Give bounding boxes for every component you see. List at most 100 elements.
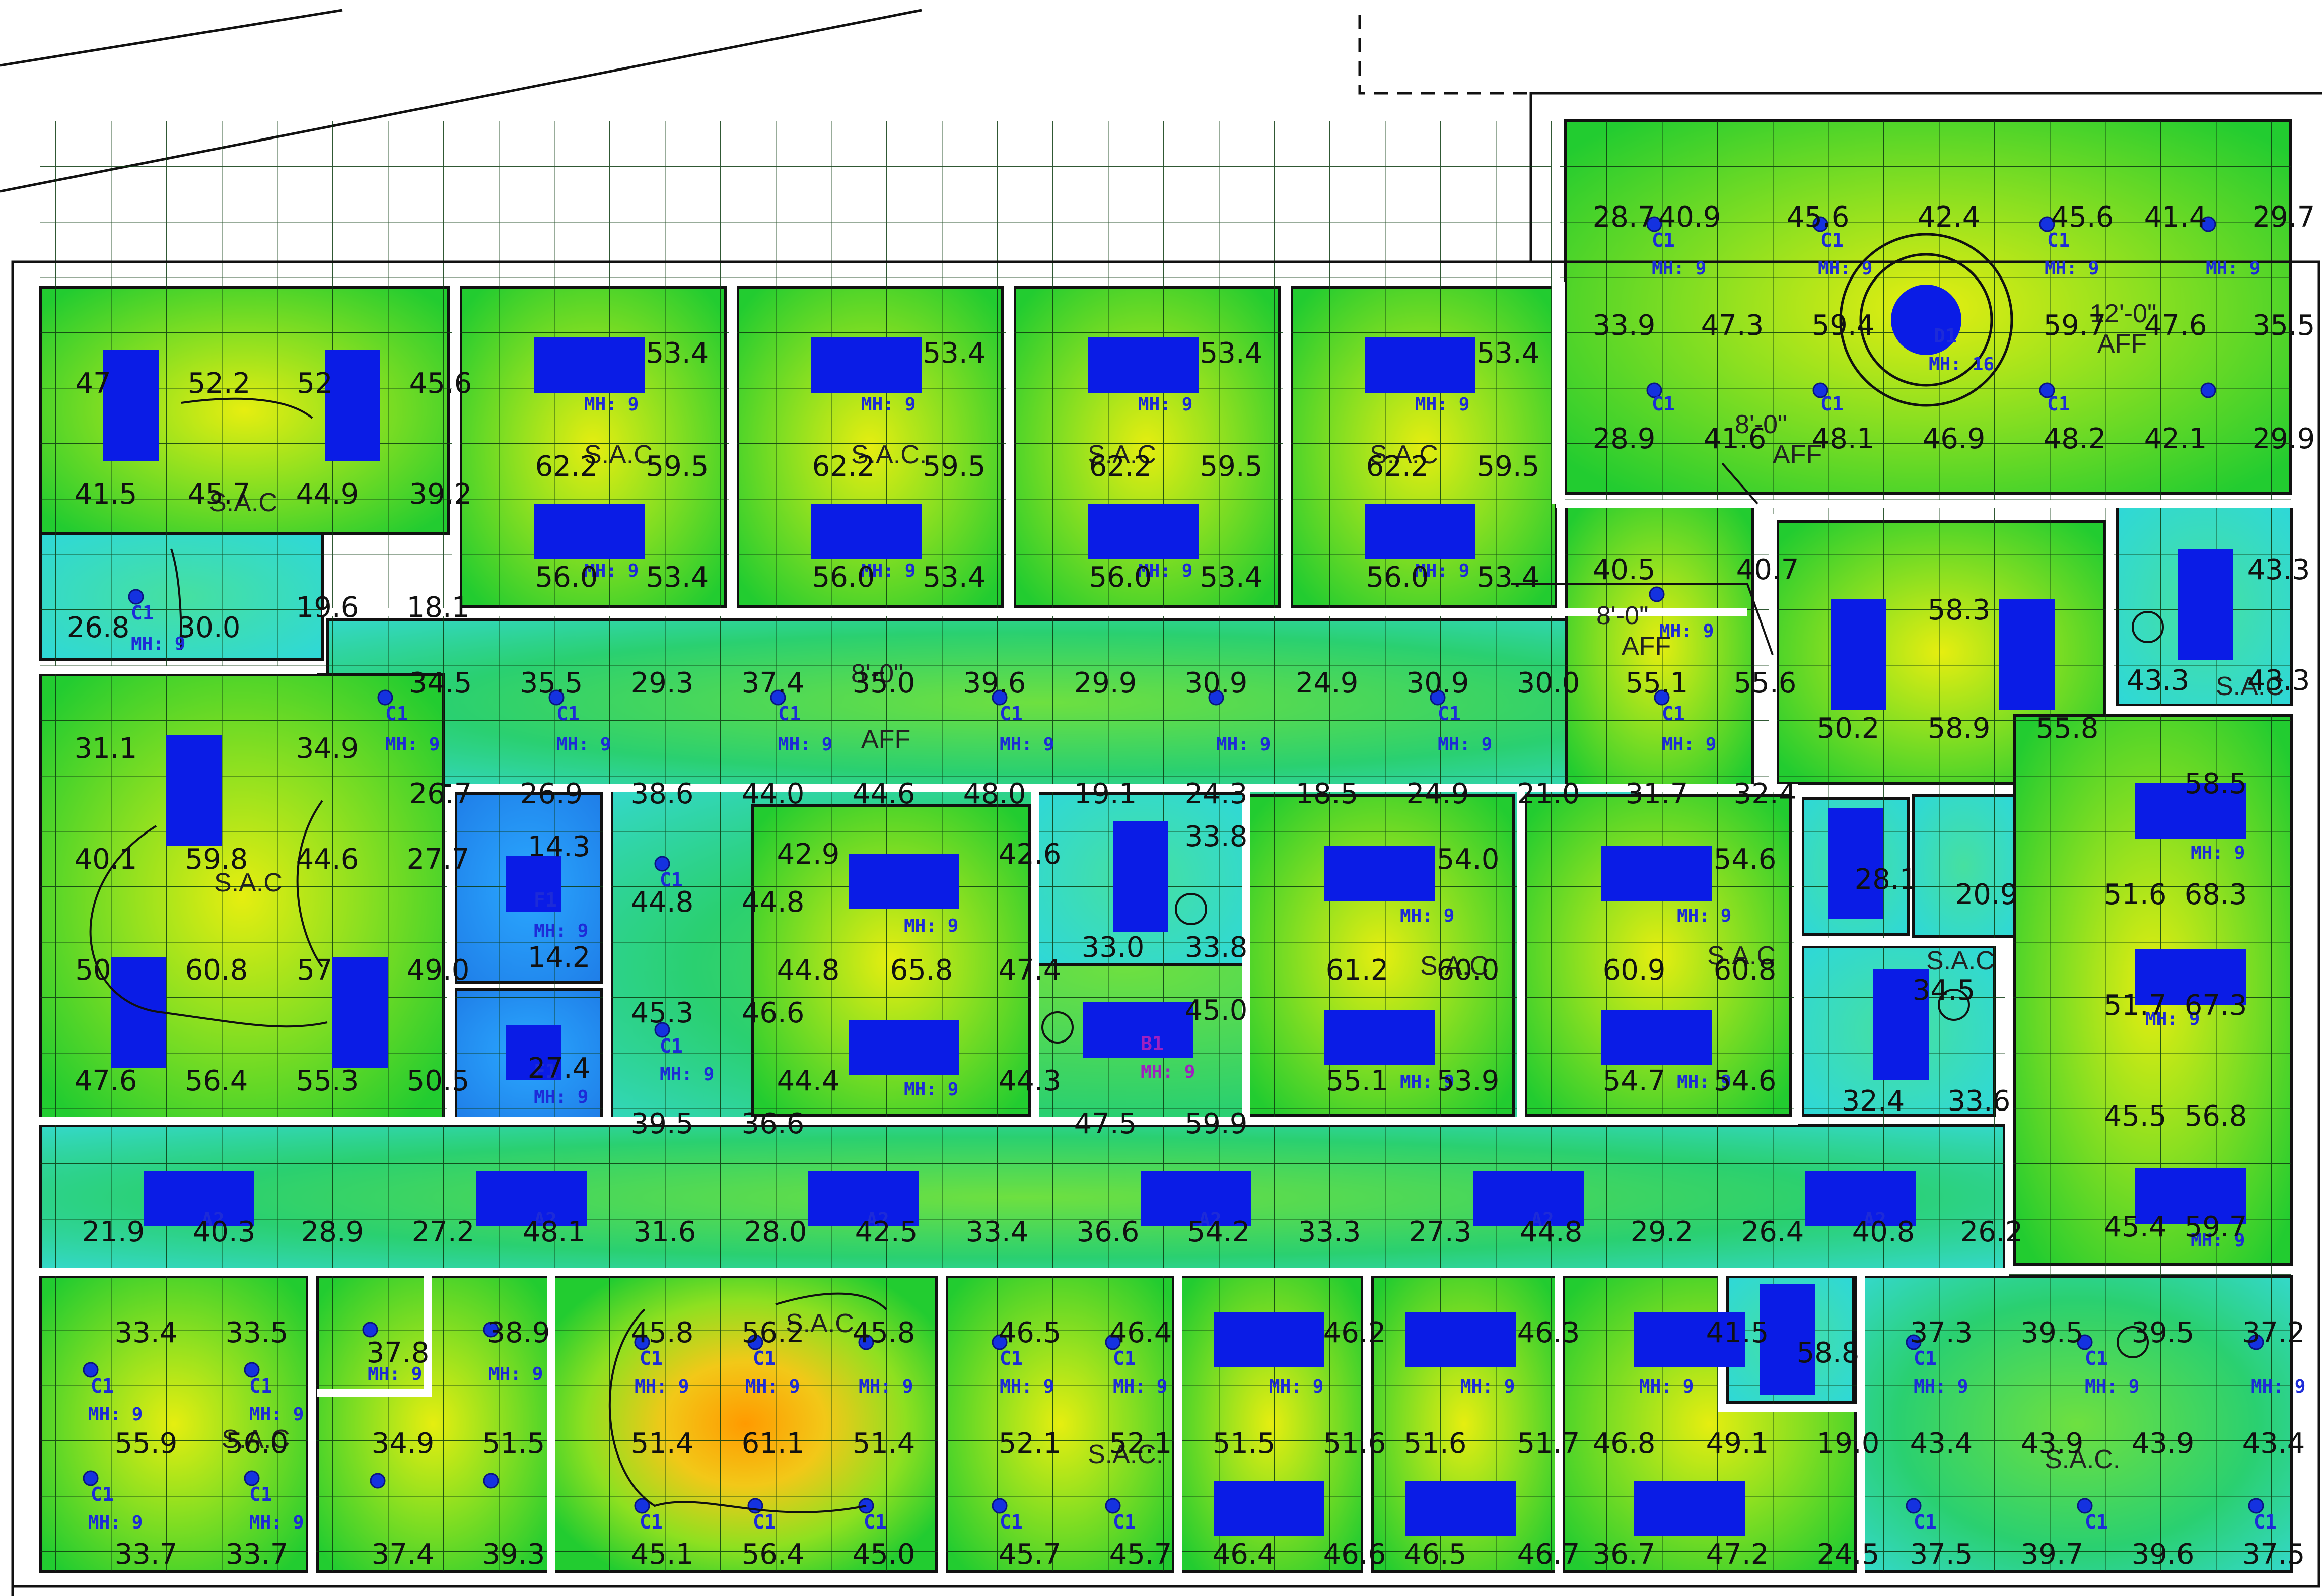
svg-text:MH: 9: MH: 9 — [88, 1512, 143, 1533]
illuminance-reading: 45.7 — [1109, 1538, 1172, 1571]
svg-text:MH: 9: MH: 9 — [1138, 394, 1192, 415]
illuminance-reading: 33.0 — [1082, 931, 1145, 964]
svg-text:MH: 9: MH: 9 — [2206, 258, 2260, 279]
illuminance-reading: 54.0 — [1437, 843, 1500, 876]
illuminance-reading: 35.5 — [2253, 309, 2315, 342]
illuminance-reading: 14.3 — [528, 830, 591, 863]
illuminance-reading: 49.0 — [407, 954, 470, 987]
svg-text:D1: D1 — [1934, 325, 1957, 347]
illuminance-reading: 44.9 — [296, 478, 359, 511]
svg-text:MH: 9: MH: 9 — [249, 1404, 304, 1425]
svg-text:MH: 9: MH: 9 — [1438, 734, 1492, 755]
illuminance-reading: 44.8 — [742, 886, 805, 919]
svg-text:MH: 9: MH: 9 — [1818, 258, 1872, 279]
illuminance-reading: 47.6 — [75, 1065, 137, 1097]
illuminance-reading: 41.4 — [2144, 201, 2207, 234]
svg-text:MH: 9: MH: 9 — [1400, 1072, 1454, 1092]
illuminance-reading: 26.8 — [67, 611, 130, 644]
svg-text:MH: 9: MH: 9 — [778, 734, 832, 755]
illuminance-reading: 28.0 — [744, 1216, 807, 1248]
svg-text:C1: C1 — [1914, 1511, 1937, 1533]
transformer-symbols — [1041, 611, 2164, 1358]
svg-text:C1: C1 — [753, 1511, 776, 1533]
illuminance-reading: 33.7 — [115, 1538, 178, 1571]
svg-text:MH: 9: MH: 9 — [904, 1079, 958, 1100]
svg-text:C1: C1 — [1914, 1347, 1937, 1369]
illuminance-reading: 44.8 — [1520, 1216, 1583, 1248]
illuminance-reading: 27.3 — [1409, 1216, 1472, 1248]
illuminance-reading: 53.4 — [646, 337, 709, 370]
illuminance-reading: 26.7 — [409, 778, 472, 810]
svg-text:C1: C1 — [2047, 229, 2070, 251]
svg-text:MH: 9: MH: 9 — [861, 561, 916, 581]
illuminance-reading: 24.3 — [1185, 778, 1248, 810]
illuminance-reading: 33.4 — [115, 1316, 178, 1349]
svg-text:C1: C1 — [385, 703, 408, 725]
illuminance-reading: 39.5 — [631, 1107, 694, 1140]
luminaires — [103, 337, 2246, 1536]
svg-text:MH: 9: MH: 9 — [1141, 1062, 1195, 1082]
illuminance-reading: 37.2 — [2242, 1316, 2305, 1349]
svg-text:C1: C1 — [556, 703, 580, 725]
illuminance-reading: 45.5 — [2104, 1100, 2167, 1133]
svg-text:S.A.C: S.A.C — [1420, 951, 1489, 981]
illuminance-reading: 50 — [75, 954, 111, 987]
illuminance-reading: 46.6 — [1323, 1538, 1386, 1571]
illuminance-reading: 44.6 — [853, 778, 916, 810]
illuminance-reading: 59.7 — [2185, 1211, 2247, 1243]
sensor-coverage — [89, 397, 1774, 1513]
illuminance-reading: 34.5 — [409, 667, 472, 700]
illuminance-reading: 30.0 — [1517, 667, 1580, 700]
illuminance-reading: 20.9 — [1955, 878, 2018, 911]
illuminance-reading: 47.5 — [1074, 1107, 1137, 1140]
illuminance-reading: 44.8 — [631, 886, 694, 919]
svg-text:MH: 9: MH: 9 — [2191, 843, 2245, 863]
illuminance-reading: 45.7 — [188, 478, 251, 511]
illuminance-reading: 46.9 — [1923, 423, 1986, 455]
svg-text:C1: C1 — [753, 1347, 776, 1369]
svg-text:MH: 9: MH: 9 — [1000, 734, 1054, 755]
illuminance-reading: 31.6 — [634, 1216, 696, 1248]
illuminance-reading: 19.1 — [1074, 778, 1137, 810]
illuminance-reading: 37.5 — [1910, 1538, 1973, 1571]
illuminance-reading: 56.8 — [2185, 1100, 2247, 1133]
svg-text:C1: C1 — [1820, 229, 1844, 251]
illuminance-reading: 46.4 — [1109, 1316, 1172, 1349]
svg-text:MH: 16: MH: 16 — [1929, 354, 1994, 375]
illuminance-reading: 30.0 — [178, 611, 241, 644]
illuminance-reading: 28.9 — [301, 1216, 364, 1248]
svg-text:MH: 9: MH: 9 — [904, 916, 958, 936]
illuminance-reading: 60.0 — [1437, 954, 1500, 987]
svg-text:MH: 9: MH: 9 — [861, 394, 916, 415]
illuminance-reading: 53.4 — [923, 337, 986, 370]
svg-text:MH: 9: MH: 9 — [1400, 906, 1454, 926]
illuminance-reading: 56.2 — [742, 1316, 805, 1349]
wall-gaps — [35, 121, 2296, 1576]
illuminance-reading: 33.3 — [1298, 1216, 1361, 1248]
svg-text:12'-0": 12'-0" — [2090, 299, 2156, 328]
svg-text:MH: 9: MH: 9 — [131, 634, 185, 654]
illuminance-reading: 24.5 — [1817, 1538, 1880, 1571]
illuminance-reading: 21.0 — [1517, 778, 1580, 810]
illuminance-reading: 48.0 — [963, 778, 1026, 810]
illuminance-reading: 45.6 — [2051, 201, 2114, 234]
illuminance-reading: 29.2 — [1631, 1216, 1694, 1248]
illuminance-reading: 39.5 — [2021, 1316, 2084, 1349]
svg-text:MH: 9: MH: 9 — [1415, 394, 1469, 415]
svg-text:C1: C1 — [1652, 393, 1675, 415]
illuminance-reading: 53.4 — [1200, 561, 1263, 594]
illuminance-reading: 48.1 — [1812, 423, 1875, 455]
svg-text:F1: F1 — [534, 1060, 557, 1082]
illuminance-reading: 42.1 — [2144, 423, 2207, 455]
illuminance-reading: 39.3 — [482, 1538, 545, 1571]
svg-text:C1: C1 — [1652, 229, 1675, 251]
illuminance-reading: 18.5 — [1296, 778, 1359, 810]
svg-text:C1: C1 — [778, 703, 801, 725]
svg-text:S.A.C: S.A.C — [222, 1425, 290, 1454]
illuminance-reading: 59.5 — [646, 450, 709, 483]
illuminance-reading: 53.9 — [1437, 1065, 1500, 1097]
illuminance-reading: 65.8 — [890, 954, 953, 987]
illuminance-reading: 56.4 — [742, 1538, 805, 1571]
illuminance-reading: 51.7 — [1517, 1427, 1580, 1460]
